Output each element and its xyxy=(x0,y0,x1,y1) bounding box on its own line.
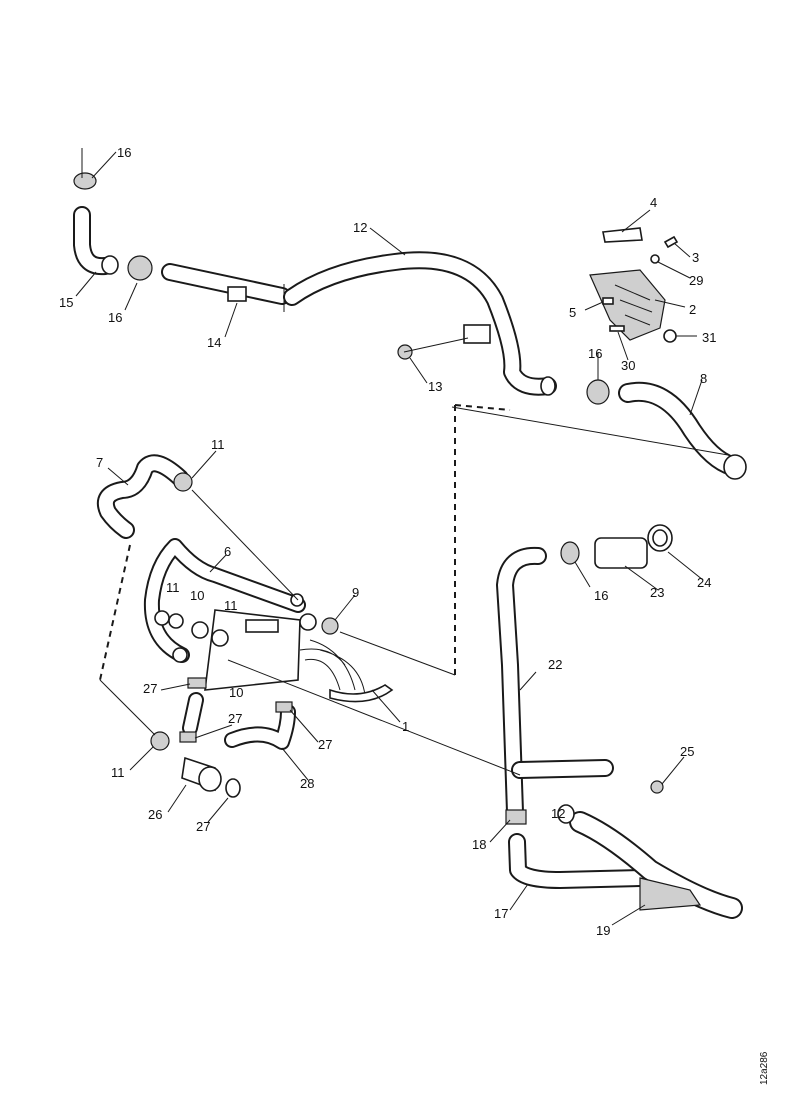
clamp-11-lower xyxy=(150,731,170,751)
clamp-27-b xyxy=(179,731,197,743)
nut-25 xyxy=(650,780,664,794)
hoses xyxy=(73,206,743,919)
nut-31 xyxy=(663,329,677,343)
callout-25: 25 xyxy=(680,744,694,759)
drawing-reference: 12a286 xyxy=(759,1051,770,1085)
callout-labels: 16 15 16 14 12 13 4 3 29 2 5 31 30 16 8 … xyxy=(59,145,716,938)
screw-30 xyxy=(609,325,625,332)
washer-29 xyxy=(650,254,660,264)
bracket-assembly-2 xyxy=(589,227,679,343)
callout-11: 11 xyxy=(211,437,225,452)
hose-end-19 xyxy=(557,804,575,824)
callout-12: 12 xyxy=(551,806,565,821)
callout-11: 11 xyxy=(111,765,125,780)
hose-27-bottom xyxy=(225,778,241,798)
clamp-16-top xyxy=(73,172,97,190)
clamp-16-right xyxy=(560,541,580,565)
clip-5 xyxy=(602,297,614,305)
fitting-14 xyxy=(227,286,247,302)
callout-5: 5 xyxy=(569,305,576,320)
callout-16: 16 xyxy=(117,145,131,160)
callout-19: 19 xyxy=(596,923,610,938)
callout-16: 16 xyxy=(594,588,608,603)
callout-31: 31 xyxy=(702,330,716,345)
connection-lines xyxy=(81,148,729,776)
callout-4: 4 xyxy=(650,195,657,210)
callout-16: 16 xyxy=(108,310,122,325)
callout-15: 15 xyxy=(59,295,73,310)
clamp-9 xyxy=(321,617,339,635)
callout-2: 2 xyxy=(689,302,696,317)
callout-3: 3 xyxy=(692,250,699,265)
callout-16: 16 xyxy=(588,346,602,361)
callout-10: 10 xyxy=(190,588,204,603)
hose-end-15 xyxy=(101,255,119,275)
callout-22: 22 xyxy=(548,657,562,672)
callout-27: 27 xyxy=(318,737,332,752)
callout-12: 12 xyxy=(353,220,367,235)
callout-10: 10 xyxy=(229,685,243,700)
callout-30: 30 xyxy=(621,358,635,373)
callout-11: 11 xyxy=(166,580,180,595)
callout-14: 14 xyxy=(207,335,221,350)
callout-11: 11 xyxy=(224,598,238,613)
callout-9: 9 xyxy=(352,585,359,600)
callout-27: 27 xyxy=(228,711,242,726)
callout-leaders xyxy=(75,151,704,926)
callout-6: 6 xyxy=(224,544,231,559)
callout-27: 27 xyxy=(196,819,210,834)
callout-27: 27 xyxy=(143,681,157,696)
bolt-3 xyxy=(663,235,679,249)
callout-7: 7 xyxy=(96,455,103,470)
callout-17: 17 xyxy=(494,906,508,921)
callout-29: 29 xyxy=(689,273,703,288)
callout-8: 8 xyxy=(700,371,707,386)
bracket-12 xyxy=(463,324,491,344)
hose-end-8 xyxy=(723,454,747,480)
reducer-23 xyxy=(594,537,648,569)
callout-1: 1 xyxy=(402,719,409,734)
clamp-16-mid xyxy=(586,379,610,405)
clamp-16-left xyxy=(127,255,153,281)
clamp-18 xyxy=(505,809,527,825)
hose-end-12 xyxy=(540,376,556,396)
callout-24: 24 xyxy=(697,575,711,590)
clamp-11-upper xyxy=(173,472,193,492)
clamp-27-a xyxy=(187,677,207,689)
bracket-19 xyxy=(639,877,702,911)
clamps xyxy=(73,172,747,911)
callout-18: 18 xyxy=(472,837,486,852)
clamp-27-c xyxy=(275,701,293,713)
callout-23: 23 xyxy=(650,585,664,600)
callout-28: 28 xyxy=(300,776,314,791)
callout-13: 13 xyxy=(428,379,442,394)
callout-26: 26 xyxy=(148,807,162,822)
heater-core-1 xyxy=(204,609,394,703)
